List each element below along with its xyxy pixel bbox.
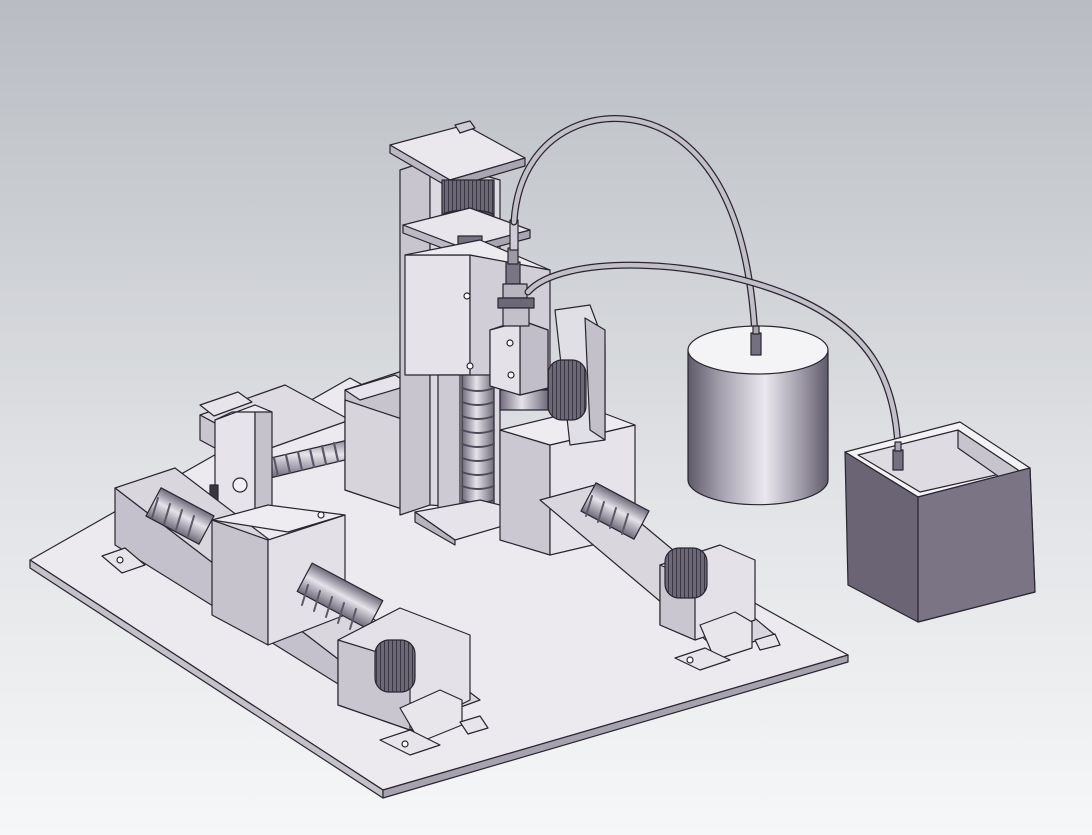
x-axis-right-rail — [539, 482, 781, 671]
supply-tubes — [510, 115, 902, 452]
z-ball-screw — [461, 374, 495, 516]
box-container — [844, 421, 1036, 623]
x-axis-left-rail — [101, 467, 489, 756]
cylinder-tank — [687, 325, 829, 506]
rear-y-axis — [199, 384, 379, 536]
gantry-bridge — [344, 369, 411, 511]
